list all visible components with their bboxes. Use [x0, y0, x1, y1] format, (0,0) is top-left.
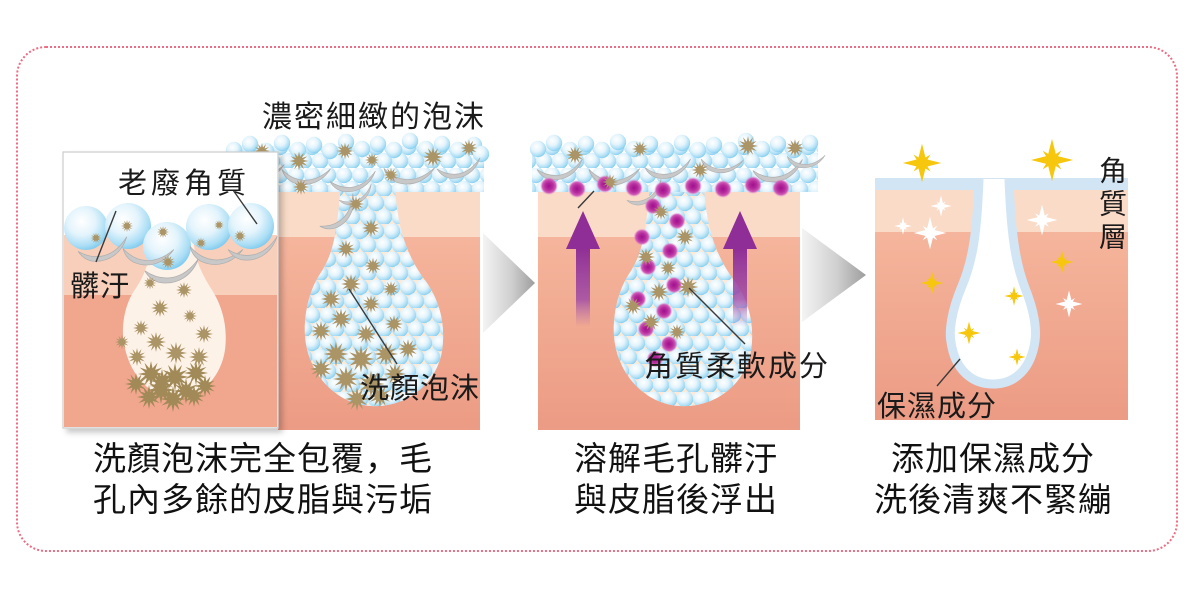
dirt-label: 髒汙 — [70, 271, 131, 303]
softening-ingredient-label: 角質柔軟成分 — [644, 351, 831, 383]
step3-caption-line1: 添加保濕成分 — [891, 440, 1095, 477]
cleansing-foam-label: 洗顏泡沫 — [360, 373, 481, 405]
step2-caption: 溶解毛孔髒汙 與皮脂後浮出 — [526, 438, 826, 520]
step1-caption-line2: 孔內多餘的皮脂與污垢 — [93, 481, 433, 518]
panel-1-dirty-pore-illustration — [62, 151, 281, 429]
transition-arrow-icon — [483, 233, 535, 333]
panel-2-foam-covering-illustration — [225, 132, 490, 430]
stratum-corneum-label: 角質層 — [1096, 156, 1127, 255]
step3-caption-line2: 洗後清爽不緊繃 — [874, 481, 1112, 518]
step2-caption-line2: 與皮脂後浮出 — [574, 481, 778, 518]
step2-caption-line1: 溶解毛孔髒汙 — [574, 440, 778, 477]
foam-scallops — [529, 132, 819, 159]
dead-keratin-label: 老廢角質 — [118, 168, 251, 200]
step3-caption: 添加保濕成分 洗後清爽不緊繃 — [843, 438, 1143, 520]
pointer-softening-top — [577, 190, 595, 209]
pointer-dirt — [95, 210, 117, 263]
pointer-softening-ingredient — [688, 287, 746, 345]
panel-3-dissolving-illustration — [529, 132, 826, 430]
pointer-moisturizing — [936, 358, 961, 387]
step1-caption: 洗顏泡沫完全包覆，毛 孔內多餘的皮脂與污垢 — [58, 438, 468, 520]
softener-dots — [540, 175, 790, 368]
purple-up-arrows — [566, 211, 757, 327]
transition-arrow-icon — [802, 228, 866, 322]
pointer-dead-keratin — [232, 189, 258, 225]
dotted-border-frame — [16, 46, 1178, 552]
surface-bubbles — [64, 203, 274, 270]
panel-4-clean-pore-illustration — [875, 139, 1128, 420]
moisturizing-ingredient-label: 保濕成分 — [877, 391, 998, 423]
step1-caption-line1: 洗顏泡沫完全包覆，毛 — [93, 440, 433, 477]
pointer-cleansing-foam — [348, 288, 398, 365]
foam-title-label: 濃密細緻的泡沫 — [262, 101, 486, 134]
